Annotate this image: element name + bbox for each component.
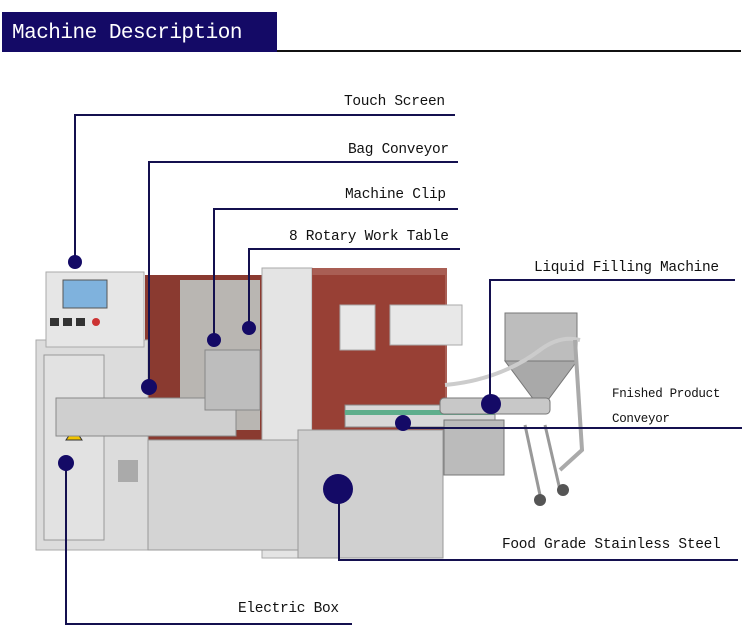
dot-bag-conveyor	[141, 379, 157, 395]
liquid-filling-machine	[439, 312, 585, 506]
label-machine-clip: Machine Clip	[345, 187, 446, 203]
dot-touch-screen	[68, 255, 82, 269]
label-touch-screen: Touch Screen	[344, 94, 445, 110]
dot-finished-conveyor	[395, 415, 411, 431]
dot-stainless	[323, 474, 353, 504]
label-finished-line1: Fnished Product	[612, 387, 721, 401]
dot-liquid-filling	[481, 394, 501, 414]
section-title: Machine Description	[2, 12, 277, 52]
label-electric-box: Electric Box	[238, 601, 339, 617]
dot-rotary-table	[242, 321, 256, 335]
label-finished-line2: Conveyor	[612, 412, 670, 426]
label-bag-conveyor: Bag Conveyor	[348, 142, 449, 158]
label-liquid-filling: Liquid Filling Machine	[534, 260, 719, 276]
dot-electric-box	[58, 455, 74, 471]
label-stainless: Food Grade Stainless Steel	[502, 537, 721, 553]
packing-machine	[35, 267, 505, 559]
callout-dots	[58, 255, 501, 504]
label-rotary-table: 8 Rotary Work Table	[289, 229, 449, 245]
title-underline	[277, 50, 741, 52]
dot-machine-clip	[207, 333, 221, 347]
callout-lines	[65, 114, 742, 625]
